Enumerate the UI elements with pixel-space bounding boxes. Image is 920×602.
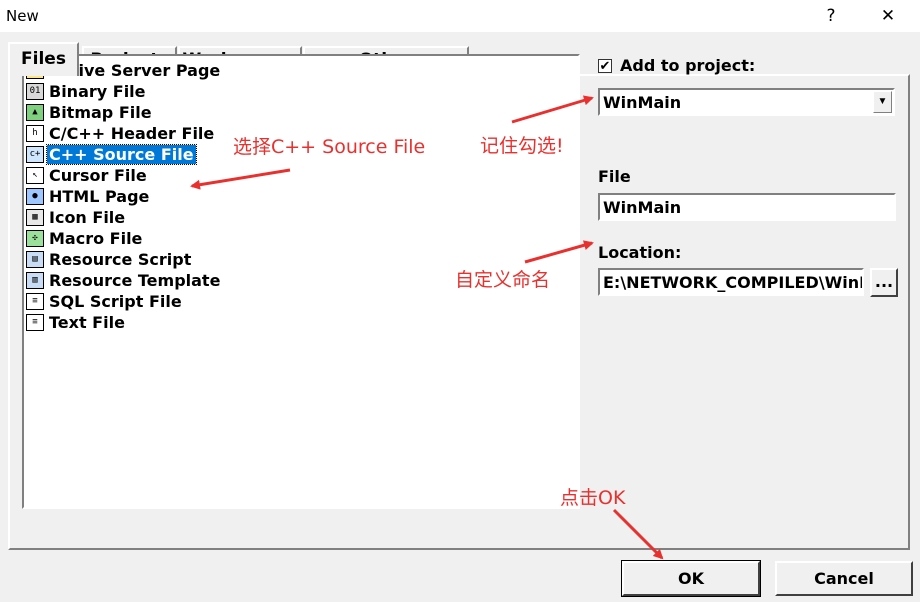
help-button[interactable]: ? [826, 6, 836, 26]
add-to-project-label[interactable]: Add to project: [620, 56, 756, 75]
list-item-label: SQL Script File [49, 291, 182, 311]
list-item-sql-script-file[interactable]: ≡ SQL Script File [26, 291, 184, 311]
annotation-remember-check: 记住勾选! [480, 135, 564, 157]
location-label: Location: [598, 243, 682, 262]
list-item-label: Resource Script [49, 249, 192, 269]
list-item-label: Bitmap File [49, 102, 152, 122]
project-select[interactable]: WinMain ▼ [598, 88, 895, 116]
list-item-binary-file[interactable]: 01 Binary File [26, 81, 148, 101]
browse-button[interactable]: ... [870, 268, 898, 297]
file-type-list[interactable]: ⚙ Active Server Page 01 Binary File ▲ Bi… [22, 54, 580, 509]
list-item-label: C++ Source File [46, 143, 197, 165]
list-item-bitmap-file[interactable]: ▲ Bitmap File [26, 102, 154, 122]
icon-file-icon: ▦ [26, 208, 44, 226]
list-item-cpp-source-file[interactable]: c+ C++ Source File [26, 143, 197, 165]
macro-file-icon: ✣ [26, 229, 44, 247]
sql-script-file-icon: ≡ [26, 292, 44, 310]
text-file-icon: ≡ [26, 313, 44, 331]
list-item-label: Resource Template [49, 270, 221, 290]
binary-file-icon: 01 [26, 82, 44, 100]
title-bar: New ? ✕ [0, 0, 920, 32]
close-button[interactable]: ✕ [880, 6, 896, 26]
list-item-label: HTML Page [49, 186, 150, 206]
list-item-text-file[interactable]: ≡ Text File [26, 312, 127, 332]
list-item-header-file[interactable]: h C/C++ Header File [26, 123, 216, 143]
cpp-source-file-icon: c+ [26, 145, 44, 163]
resource-script-icon: ▤ [26, 250, 44, 268]
list-item-resource-template[interactable]: ▥ Resource Template [26, 270, 222, 290]
project-select-value: WinMain [603, 93, 682, 112]
list-item-label: Icon File [49, 207, 126, 227]
window-title: New [6, 7, 39, 25]
cursor-file-icon: ↖ [26, 166, 44, 184]
location-input[interactable]: E:\NETWORK_COMPILED\WinM [598, 268, 864, 296]
list-item-label: C/C++ Header File [49, 123, 215, 143]
annotation-click-ok: 点击OK [560, 487, 626, 509]
list-item-label: Text File [49, 312, 125, 332]
list-item-label: Binary File [49, 81, 146, 101]
ok-button[interactable]: OK [621, 560, 761, 597]
list-item-cursor-file[interactable]: ↖ Cursor File [26, 165, 149, 185]
file-name-label: File [598, 167, 631, 186]
list-item-resource-script[interactable]: ▤ Resource Script [26, 249, 193, 269]
annotation-custom-name: 自定义命名 [455, 269, 551, 291]
bitmap-file-icon: ▲ [26, 103, 44, 121]
list-item-macro-file[interactable]: ✣ Macro File [26, 228, 144, 248]
resource-template-icon: ▥ [26, 271, 44, 289]
list-item-icon-file[interactable]: ▦ Icon File [26, 207, 127, 227]
list-item-label: Macro File [49, 228, 143, 248]
html-page-icon: ● [26, 187, 44, 205]
file-name-input[interactable]: WinMain [598, 193, 896, 221]
add-to-project-checkbox[interactable]: ✔ [598, 58, 612, 73]
annotation-select-cpp: 选择C++ Source File [233, 136, 426, 158]
list-item-label: Active Server Page [49, 60, 221, 80]
list-item-html-page[interactable]: ● HTML Page [26, 186, 151, 206]
tab-files[interactable]: Files [8, 42, 79, 76]
list-item-label: Cursor File [49, 165, 147, 185]
header-file-icon: h [26, 124, 44, 142]
chevron-down-icon[interactable]: ▼ [873, 91, 892, 113]
cancel-button[interactable]: Cancel [775, 561, 913, 596]
